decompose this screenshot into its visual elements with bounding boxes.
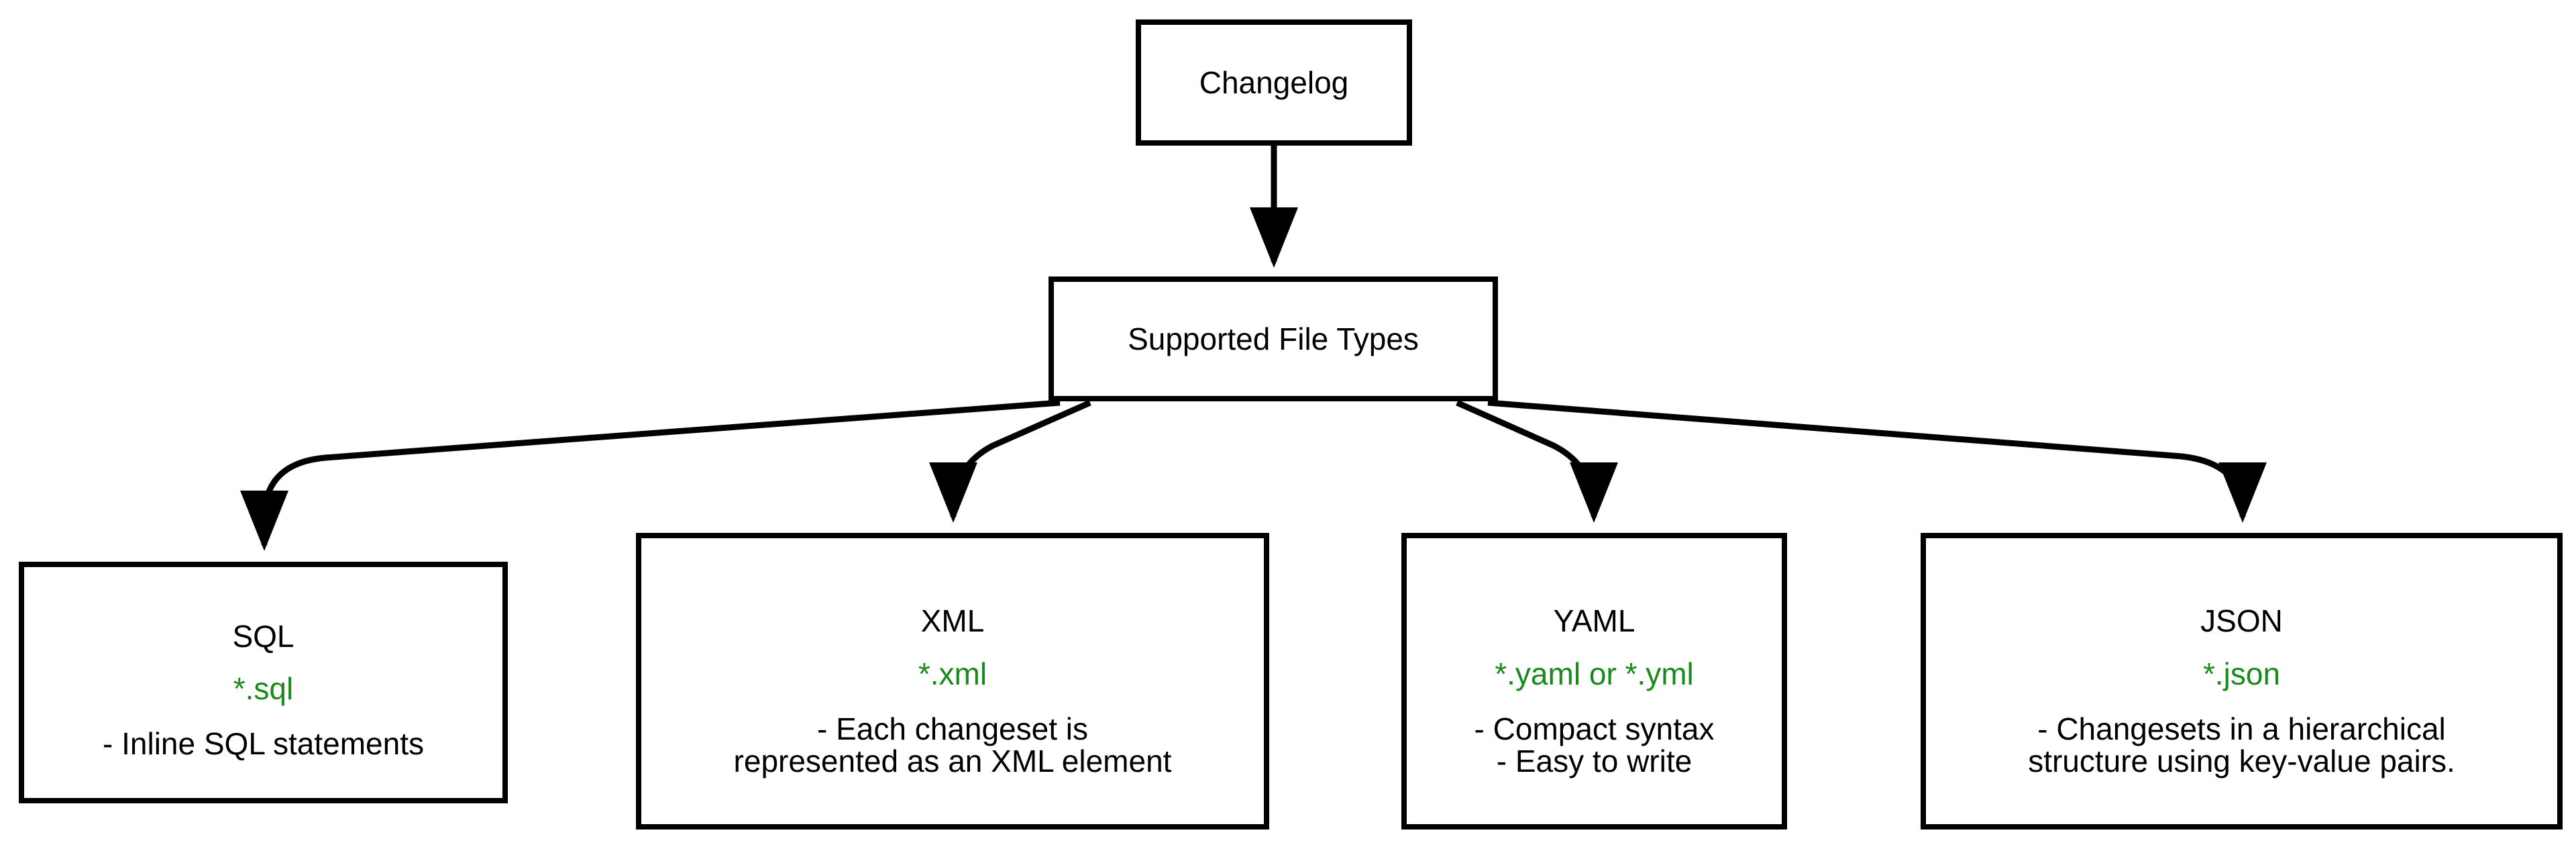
edge-supported-to-yaml: [1456, 399, 1618, 523]
node-sql-title: SQL: [232, 618, 294, 654]
node-sql-description-line-1: - Inline SQL statements: [103, 726, 424, 762]
node-json-description-line-2: structure using key-value pairs.: [2028, 744, 2455, 779]
node-json-description-line-1: - Changesets in a hierarchical: [2037, 711, 2446, 746]
node-yaml[interactable]: YAML *.yaml or *.yml - Compact syntax - …: [1401, 533, 1787, 830]
node-json-extension: *.json: [2202, 656, 2281, 691]
node-xml-extension: *.xml: [918, 656, 987, 691]
node-xml-description-line-2: represented as an XML element: [733, 744, 1172, 779]
node-changelog[interactable]: Changelog: [1136, 19, 1412, 146]
node-supported-file-types-label: Supported File Types: [1128, 321, 1419, 356]
node-json[interactable]: JSON *.json - Changesets in a hierarchic…: [1921, 533, 2563, 830]
node-yaml-description-line-1: - Compact syntax: [1474, 711, 1715, 746]
node-yaml-description-line-2: - Easy to write: [1496, 744, 1693, 779]
edge-supported-to-sql: [240, 399, 1061, 551]
node-xml-description-line-1: - Each changeset is: [816, 711, 1088, 746]
node-supported-file-types[interactable]: Supported File Types: [1049, 277, 1498, 401]
node-yaml-extension: *.yaml or *.yml: [1495, 656, 1694, 691]
node-sql[interactable]: SQL *.sql - Inline SQL statements: [19, 562, 508, 803]
node-yaml-title: YAML: [1553, 603, 1635, 639]
node-xml[interactable]: XML *.xml - Each changeset is represente…: [636, 533, 1269, 830]
node-json-title: JSON: [2200, 603, 2283, 639]
edge-supported-to-xml: [929, 399, 1091, 523]
node-xml-title: XML: [920, 603, 985, 639]
edge-supported-to-json: [1487, 399, 2267, 523]
node-sql-extension: *.sql: [233, 670, 294, 706]
node-changelog-label: Changelog: [1199, 64, 1349, 100]
